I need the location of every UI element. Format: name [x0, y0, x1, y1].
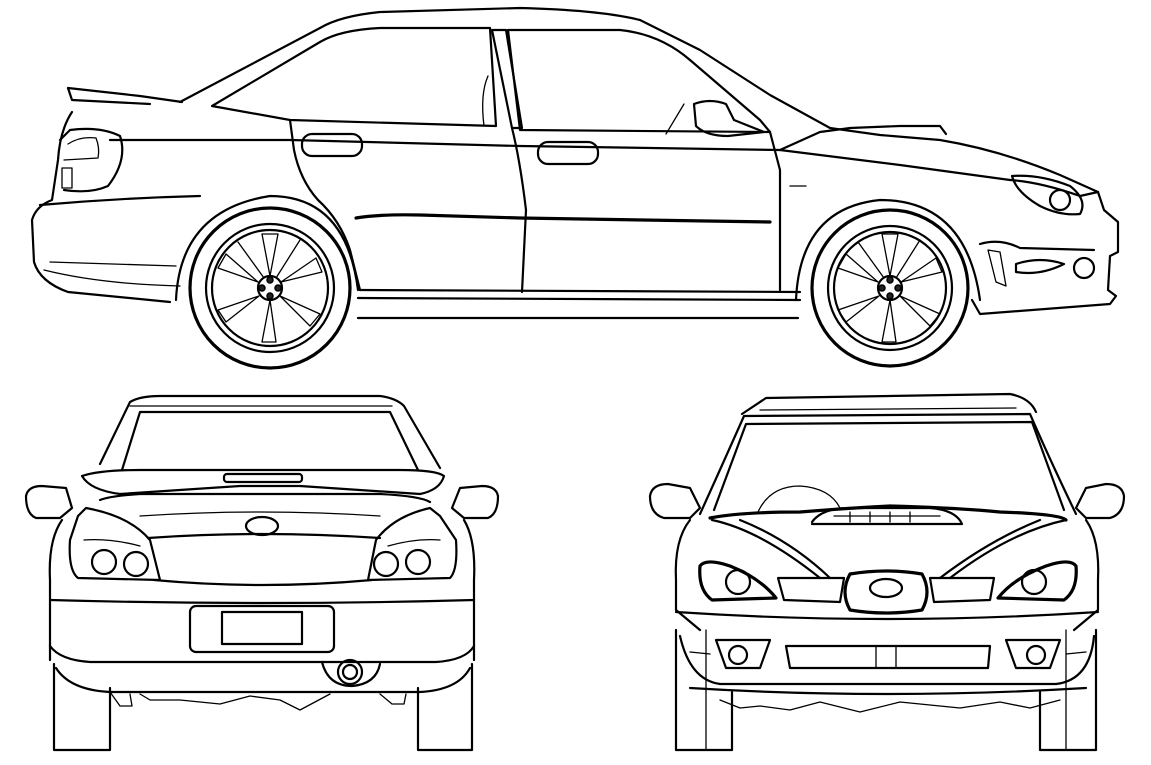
- rear-license-plate: [188, 604, 336, 654]
- side-body-outline: [30, 6, 1120, 320]
- front-wheel: [810, 208, 970, 368]
- rear-door-handle: [300, 132, 364, 158]
- rear-body: [24, 394, 500, 752]
- front-body: [648, 392, 1126, 752]
- rear-wheel: [188, 206, 352, 370]
- front-door-handle: [536, 140, 600, 166]
